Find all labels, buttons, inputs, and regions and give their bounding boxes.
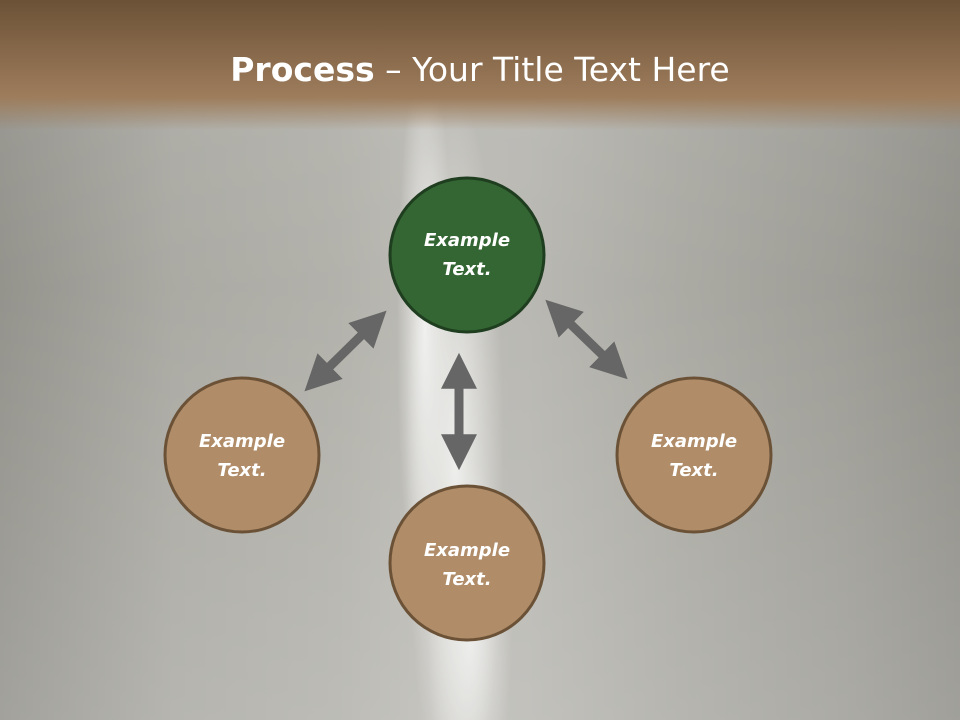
slide-title[interactable]: Process – Your Title Text Here xyxy=(0,50,960,89)
node-center-line1: Example xyxy=(424,230,510,251)
node-right[interactable]: Example Text. xyxy=(615,376,773,534)
node-left-line2: Text. xyxy=(217,460,266,481)
title-bar xyxy=(0,0,960,130)
node-bottom-line2: Text. xyxy=(442,569,491,590)
title-bold: Process xyxy=(230,50,375,89)
arrow-center-right xyxy=(545,299,628,380)
node-center-line2: Text. xyxy=(442,259,491,280)
node-bottom[interactable]: Example Text. xyxy=(388,484,546,642)
title-rest: – Your Title Text Here xyxy=(374,50,730,89)
node-right-line2: Text. xyxy=(669,460,718,481)
arrow-center-left xyxy=(304,310,387,392)
node-right-line1: Example xyxy=(651,431,737,452)
node-bottom-line1: Example xyxy=(424,540,510,561)
node-center[interactable]: Example Text. xyxy=(388,176,546,334)
node-left-line1: Example xyxy=(199,431,285,452)
node-left[interactable]: Example Text. xyxy=(163,376,321,534)
